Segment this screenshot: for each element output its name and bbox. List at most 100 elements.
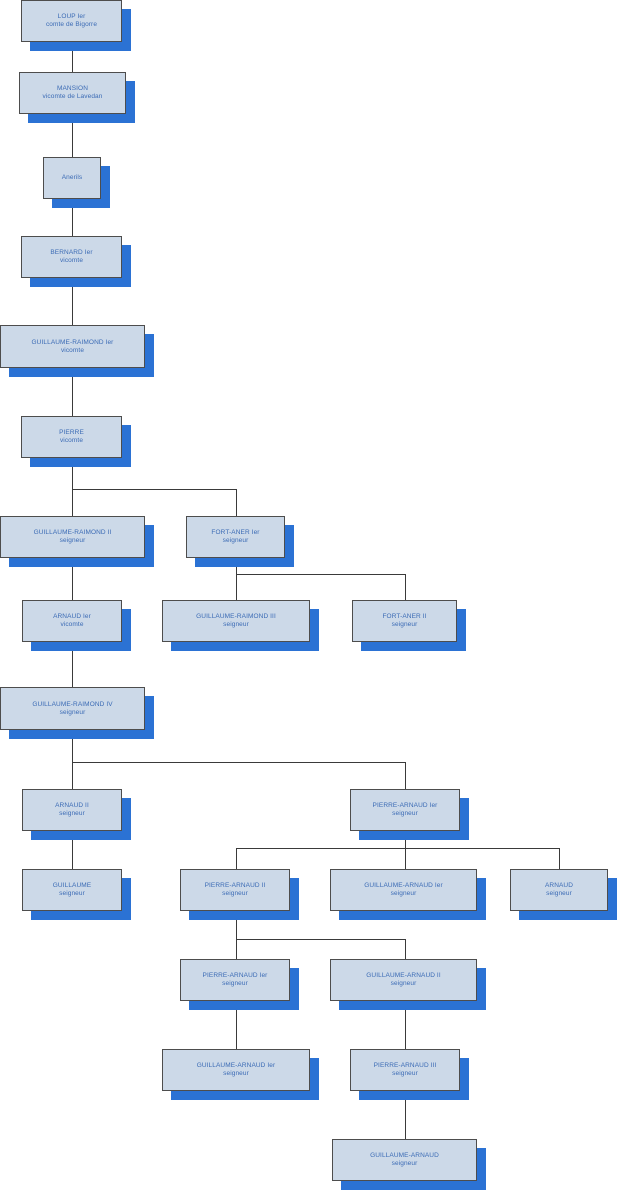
person-title: vicomte bbox=[60, 346, 85, 354]
connector-line bbox=[236, 1001, 237, 1049]
connector-line bbox=[72, 368, 73, 416]
connector-line bbox=[559, 848, 560, 869]
connector-line bbox=[405, 1001, 406, 1049]
connector-line bbox=[72, 558, 73, 600]
person-name: ARNAUD II bbox=[55, 802, 89, 810]
person-name: GUILLAUME-RAIMOND II bbox=[33, 529, 112, 537]
person-title: seigneur bbox=[222, 980, 248, 987]
connector-line bbox=[405, 939, 406, 959]
person-name: MANSION bbox=[56, 85, 89, 93]
connector-line bbox=[72, 199, 73, 236]
connector-line bbox=[236, 574, 237, 600]
person-title: seigneur bbox=[390, 980, 417, 987]
person-title: vicomte bbox=[59, 437, 84, 444]
connector-line bbox=[72, 642, 73, 687]
person-name: Anerils bbox=[61, 174, 83, 182]
person-name: GUILLAUME-RAIMOND III bbox=[196, 613, 276, 621]
connector-line bbox=[72, 489, 73, 516]
connector-line bbox=[72, 831, 73, 869]
connector-line bbox=[72, 762, 405, 763]
person-name: GUILLAUME-ARNAUD bbox=[370, 1152, 439, 1160]
person-title: seigneur bbox=[223, 1070, 249, 1077]
person-name: GUILLAUME-ARNAUD II bbox=[366, 972, 441, 980]
connector-line bbox=[236, 574, 405, 575]
connector-line bbox=[236, 939, 237, 959]
connector-line bbox=[405, 848, 406, 869]
person-title: seigneur bbox=[222, 890, 248, 897]
person-title: vicomte bbox=[59, 257, 84, 264]
node-box[interactable]: Anerils bbox=[43, 157, 101, 199]
person-name: GUILLAUME-RAIMOND IV bbox=[32, 700, 113, 708]
person-title: comte de Bigorre bbox=[45, 21, 98, 28]
connector-line bbox=[405, 762, 406, 789]
person-title: vicomte bbox=[60, 621, 84, 628]
connector-line bbox=[405, 574, 406, 600]
person-name: BERNARD Ier bbox=[50, 249, 93, 257]
person-name: PIERRE-ARNAUD Ier bbox=[202, 972, 268, 980]
person-name: ARNAUD Ier bbox=[53, 613, 91, 621]
person-title: seigneur bbox=[392, 1070, 418, 1077]
connector-line bbox=[236, 848, 559, 849]
person-node[interactable]: Anerils bbox=[43, 157, 110, 208]
person-name: GUILLAUME bbox=[52, 882, 92, 890]
connector-line bbox=[72, 489, 236, 490]
person-name: PIERRE bbox=[59, 429, 84, 437]
person-title: seigneur bbox=[392, 810, 418, 817]
person-title: seigneur bbox=[390, 890, 417, 897]
person-title: seigneur bbox=[391, 621, 418, 628]
person-title: seigneur bbox=[222, 537, 249, 544]
connector-line bbox=[72, 278, 73, 325]
connector-line bbox=[72, 114, 73, 157]
person-name: PIERRE-ARNAUD II bbox=[204, 882, 266, 890]
person-name: PIERRE-ARNAUD III bbox=[373, 1062, 437, 1070]
person-name: FORT-ANER II bbox=[382, 613, 427, 621]
connector-line bbox=[236, 939, 406, 940]
person-title: seigneur bbox=[223, 621, 249, 628]
